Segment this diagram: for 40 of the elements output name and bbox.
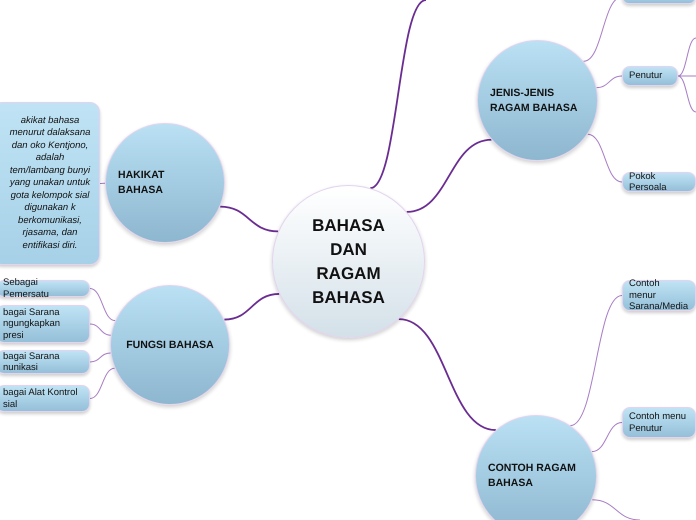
- subtopic-box: [622, 280, 696, 311]
- connector-line: [100, 182, 106, 184]
- connector-line: [587, 134, 622, 182]
- connector-line: [398, 318, 496, 431]
- subtopic-box: [0, 280, 90, 297]
- connector-line: [596, 76, 622, 88]
- subtopic-box: [0, 385, 90, 412]
- node-text: akikat bahasa menurut dalaksana dan oko Kentjono, adalah tem/lambang bunyi yang unakan untuk gota kelompok sial digunakan k berkomunikasi, rjasama, dan entifikasi diri.: [9, 114, 91, 252]
- subtopic-box: [622, 407, 696, 438]
- connector-line: [678, 38, 696, 76]
- connector-line: [406, 138, 492, 213]
- node-text: BAHASA DAN RAGAM BAHASA: [311, 214, 386, 308]
- node-text: bagai Alat Kontrol sial: [3, 387, 78, 410]
- connector-line: [90, 368, 116, 399]
- subtopic-box: [622, 66, 678, 86]
- note-card: [0, 102, 100, 265]
- node-text: bagai Sarana nunikasi: [3, 350, 61, 374]
- node-text: FUNGSI BAHASA: [126, 338, 214, 352]
- connector-line: [570, 295, 622, 426]
- connector-line: [370, 0, 426, 189]
- node-text: Contoh menu Penutur: [629, 411, 688, 434]
- connector-line: [678, 76, 696, 112]
- node-text: Contoh menur Sarana/Media: [629, 278, 689, 313]
- node-text: Pokok Persoala: [629, 170, 668, 194]
- node-text: Penutur: [629, 70, 662, 82]
- node-text: HAKIKAT BAHASA: [118, 168, 166, 198]
- subtopic-box: [622, 172, 696, 192]
- connector-line: [90, 324, 112, 336]
- node-text: Sebagai Pemersatu: [3, 277, 50, 300]
- subtopic-box: [0, 350, 90, 374]
- connector-line: [224, 293, 280, 320]
- subtopic-box: [0, 305, 90, 343]
- node-text: bagai Sarana ngungkapkan presi: [3, 306, 62, 342]
- node-text: JENIS-JENIS RAGAM BAHASA: [490, 86, 578, 116]
- connector-line: [592, 499, 640, 520]
- connector-line: [90, 288, 116, 322]
- node-text: CONTOH RAGAM BAHASA: [488, 461, 577, 491]
- connector-line: [90, 352, 112, 362]
- connector-line: [591, 422, 622, 452]
- connector-line: [220, 206, 278, 232]
